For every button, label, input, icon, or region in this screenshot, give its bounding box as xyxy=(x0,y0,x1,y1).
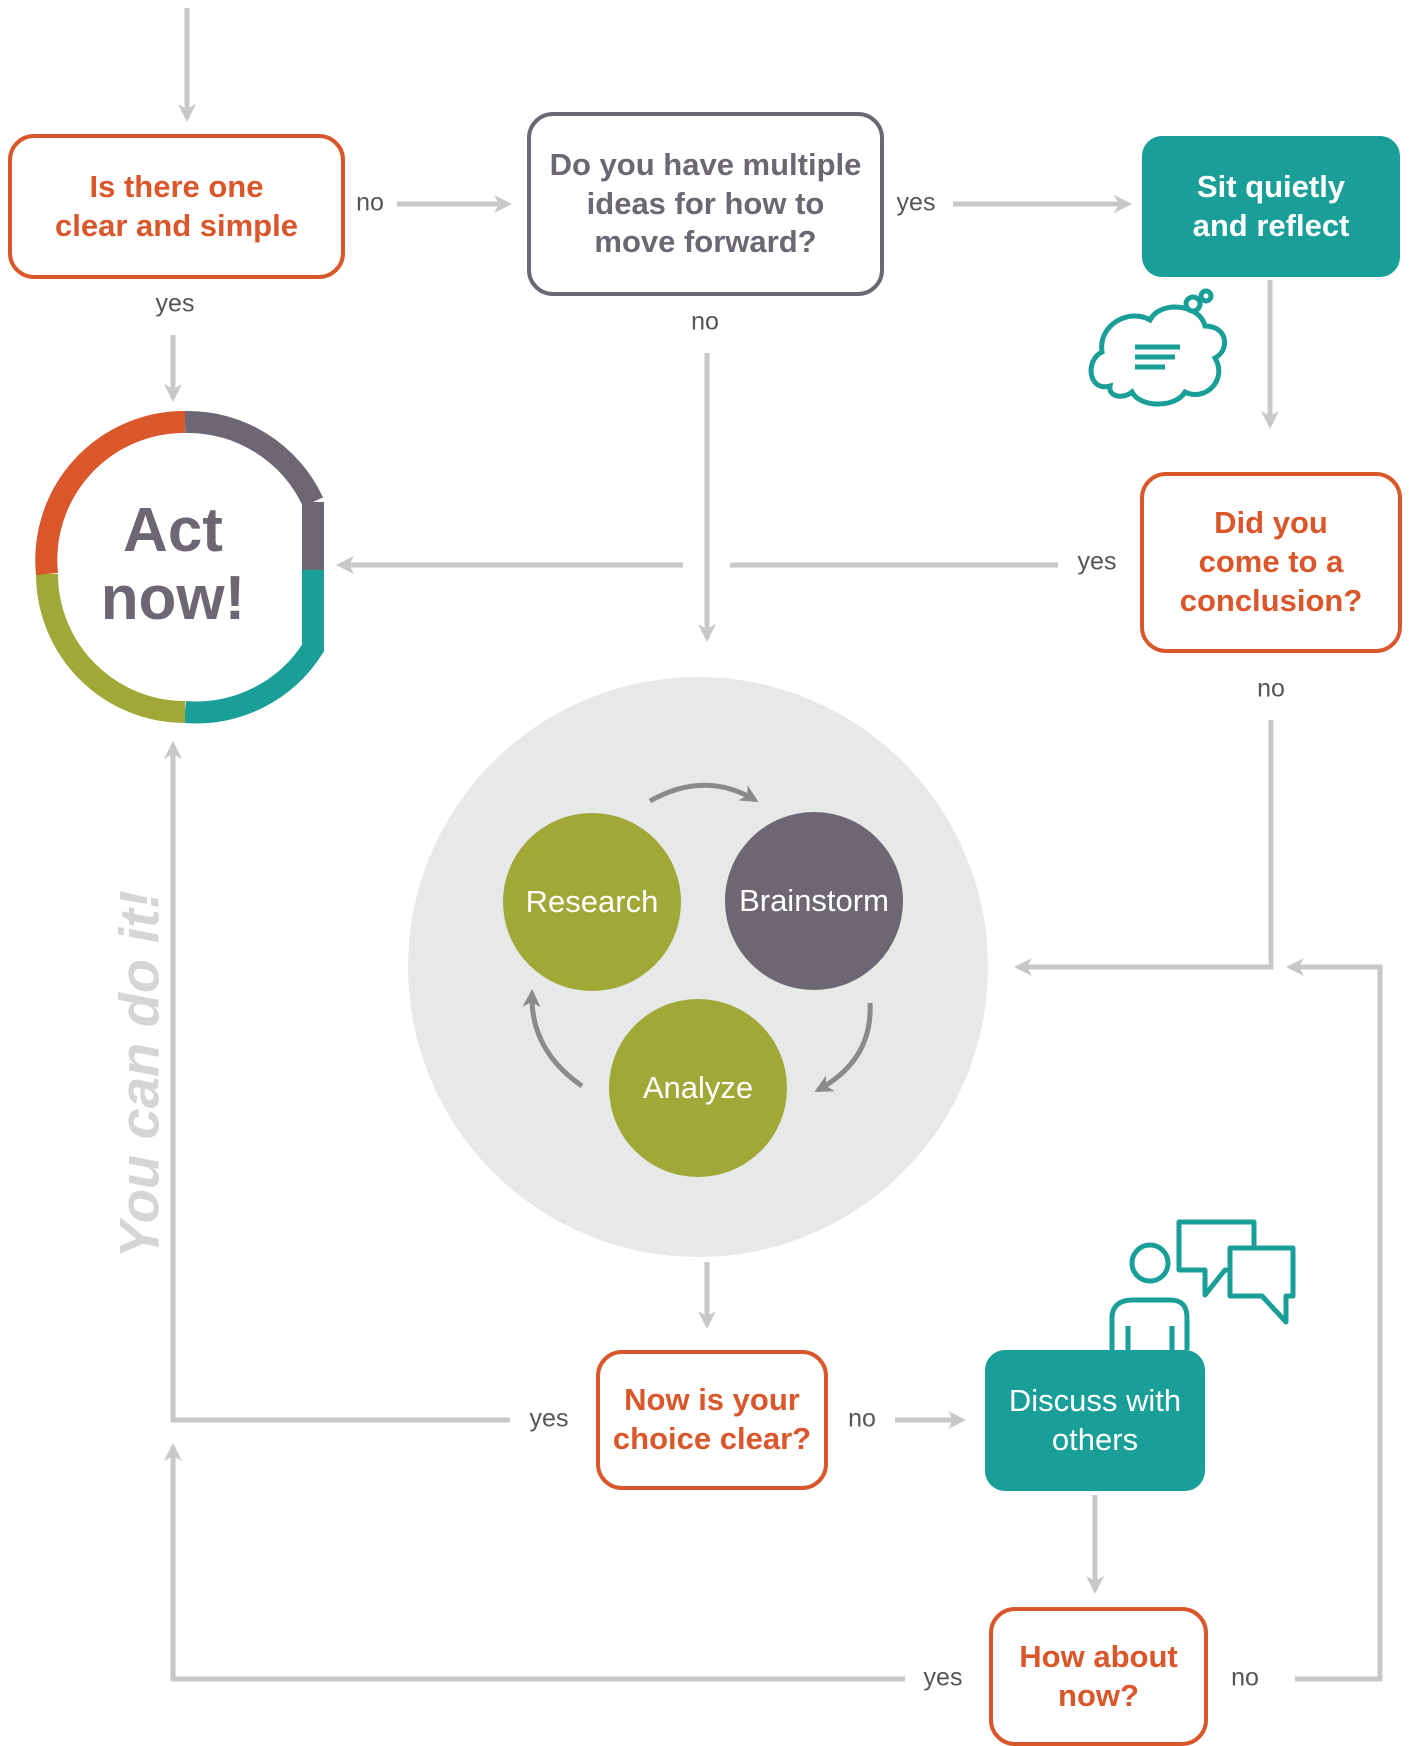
arrow-now-no xyxy=(1286,958,1383,1682)
choice-yes-label: yes xyxy=(529,1404,569,1433)
arrow-conclusion-no xyxy=(1014,720,1274,976)
multiple-ideas-question-text: Do you have multiple ideas for how to mo… xyxy=(549,146,862,260)
act-now-ring xyxy=(35,410,324,724)
choice-clear-question-text: Now is your choice clear? xyxy=(612,1382,812,1456)
ideas-no-label: no xyxy=(691,307,719,336)
conclusion-question-box: Did you come to a conclusion? xyxy=(1140,472,1402,653)
brainstorm-label: Brainstorm xyxy=(739,883,889,918)
conclusion-no-label: no xyxy=(1257,674,1285,703)
analyze-node: Analyze xyxy=(609,999,787,1177)
act-now-text: Act now! xyxy=(100,495,246,633)
analyze-label: Analyze xyxy=(642,1070,754,1105)
thought-bubble-icon xyxy=(1088,288,1228,407)
cycle-arrow-research-brainstorm xyxy=(648,782,759,804)
start-question-text: Is there one clear and simple xyxy=(55,168,298,243)
brainstorm-node: Brainstorm xyxy=(725,812,903,990)
cycle-arrow-analyze-research xyxy=(522,989,584,1089)
arrow-choice-yes xyxy=(164,741,510,1423)
arrow-now-yes xyxy=(164,1443,905,1682)
now-yes-label: yes xyxy=(923,1663,963,1692)
sit-quietly-box: Sit quietly and reflect xyxy=(1142,136,1400,277)
research-label: Research xyxy=(525,884,659,919)
conclusion-yes-label: yes xyxy=(1077,547,1117,576)
how-about-now-text: How about now? xyxy=(1019,1638,1178,1713)
start-no-label: no xyxy=(356,188,384,217)
choice-clear-question-box: Now is your choice clear? xyxy=(596,1350,828,1490)
discuss-box: Discuss with others xyxy=(985,1350,1205,1491)
discuss-text: Discuss with others xyxy=(1008,1382,1182,1457)
start-question-box: Is there one clear and simple xyxy=(8,134,345,279)
research-node: Research xyxy=(503,813,681,991)
choice-no-label: no xyxy=(848,1404,876,1433)
conclusion-question-text: Did you come to a conclusion? xyxy=(1179,505,1363,618)
person-chat-icon xyxy=(1109,1219,1296,1350)
sit-quietly-text: Sit quietly and reflect xyxy=(1192,168,1350,243)
tagline-text: You can do it! xyxy=(107,890,171,1259)
ideas-yes-label: yes xyxy=(896,188,936,217)
how-about-now-box: How about now? xyxy=(989,1607,1208,1746)
multiple-ideas-question-box: Do you have multiple ideas for how to mo… xyxy=(527,112,884,296)
now-no-label: no xyxy=(1231,1663,1259,1692)
cycle-arrow-brainstorm-analyze xyxy=(814,1002,873,1093)
start-yes-label: yes xyxy=(155,289,195,318)
